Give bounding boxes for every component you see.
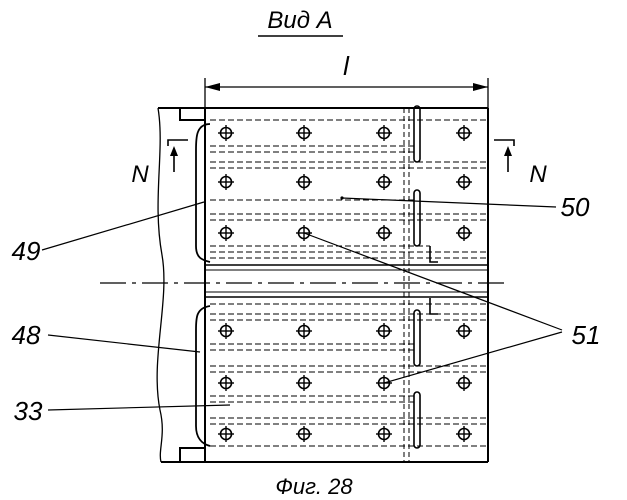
plate-edge-bottom [196, 306, 210, 446]
callout-50: 50 [561, 192, 590, 222]
section-marker-right [494, 140, 514, 172]
slots [414, 106, 438, 448]
callout-49: 49 [12, 236, 41, 266]
view-title: Вид А [267, 7, 332, 34]
section-label-right: N [529, 161, 547, 188]
hidden-lines-top [210, 120, 488, 258]
dimension-line [205, 78, 488, 108]
figure-caption: Фиг. 28 [275, 474, 353, 499]
plate-edge-top [196, 124, 210, 262]
dimension-label: l [343, 51, 350, 81]
callout-33: 33 [14, 396, 43, 426]
callout-48: 48 [12, 320, 41, 350]
hidden-lines-bottom [210, 304, 488, 446]
section-marker-left [168, 140, 188, 172]
section-label-left: N [131, 161, 149, 188]
leader-dot [340, 196, 343, 199]
break-line [157, 108, 164, 462]
callout-51: 51 [572, 320, 601, 350]
assembly-outline [158, 108, 488, 462]
hidden-verticals [404, 108, 409, 462]
